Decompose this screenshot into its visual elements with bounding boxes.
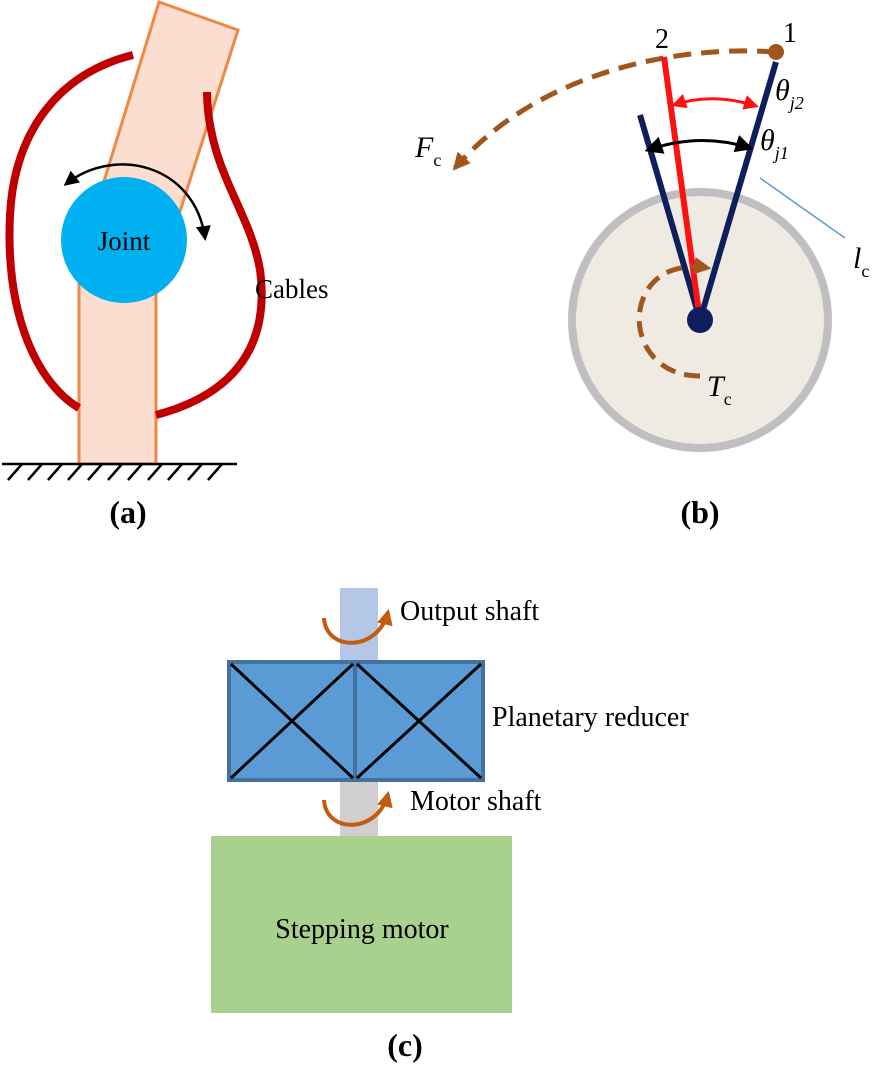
- panel-a: Joint Cables (a): [2, 0, 329, 530]
- output-shaft-rotation-arrow: [322, 608, 393, 645]
- length-label: lc: [853, 242, 869, 281]
- theta-j1-arrow: [644, 135, 754, 154]
- panel-c-label: (c): [387, 1027, 423, 1063]
- ground-hatch: [2, 462, 237, 481]
- panel-a-label: (a): [109, 494, 146, 530]
- link-position-1: [697, 61, 779, 321]
- motor-shaft: [340, 780, 378, 836]
- force-label: Fc: [414, 131, 441, 170]
- cable-right: [154, 91, 266, 419]
- cable-anchor-point: [768, 44, 784, 60]
- cables-label: Cables: [255, 274, 329, 304]
- force-arc: [452, 48, 776, 171]
- motor-shaft-label: Motor shaft: [410, 786, 542, 817]
- joint-label: Joint: [98, 226, 151, 256]
- rotation-arrow: [63, 163, 211, 241]
- torque-arc: [636, 257, 712, 379]
- output-shaft-label: Output shaft: [400, 596, 539, 627]
- planetary-reducer-label: Planetary reducer: [492, 702, 689, 733]
- pivot-center: [687, 307, 713, 333]
- position-1-label: 1: [783, 18, 797, 49]
- theta-j2-arrow: [671, 94, 759, 110]
- motor-shaft-rotation-arrow: [322, 790, 393, 827]
- panel-b-label: (b): [680, 494, 719, 530]
- theta-j2-label: θj2: [775, 74, 804, 113]
- panel-c: Output shaft Planetary reducer Motor sha…: [211, 588, 689, 1063]
- link-position-2: [661, 56, 703, 321]
- stepping-motor-label: Stepping motor: [275, 914, 449, 945]
- stepping-motor-block: [211, 836, 512, 1013]
- planetary-reducer-block: [227, 660, 485, 782]
- cable-left: [5, 51, 134, 412]
- theta-j1-label: θj1: [760, 124, 789, 163]
- torque-label: Tc: [707, 370, 732, 409]
- length-leader-line: [759, 177, 846, 239]
- panel-b: 1 2 Fc θj2 θj1 lc Tc (b): [414, 18, 869, 530]
- position-2-label: 2: [655, 24, 669, 55]
- output-shaft: [340, 588, 378, 662]
